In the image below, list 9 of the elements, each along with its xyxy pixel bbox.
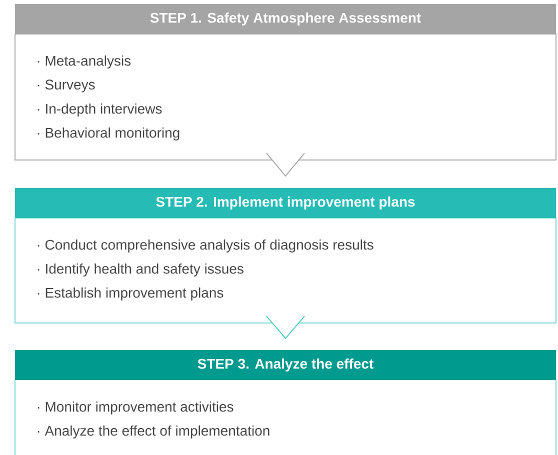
node-label: STEP 2. Implement improvement plans [156, 196, 415, 210]
step-box: STEP 3. Analyze the effect · Monitor improvement activities · Analyze the effect of implementation [14, 350, 556, 455]
node-label: · Monitor improvement activities [38, 401, 234, 415]
chevron-arrow [266, 152, 305, 177]
step-box: STEP 1. Safety Atmosphere Assessment · Meta-analysis · Surveys · In-depth interviews · Behavioral monitoring [14, 4, 556, 160]
node-label: · Analyze the effect of implementation [38, 425, 270, 439]
step-box: STEP 2. Implement improvement plans · Conduct comprehensive analysis of diagnosis results · Identify health and safety issues · Establish improvement plans [14, 188, 556, 324]
node-label: STEP 1. Safety Atmosphere Assessment [150, 12, 421, 26]
chevron-arrow [266, 316, 305, 340]
